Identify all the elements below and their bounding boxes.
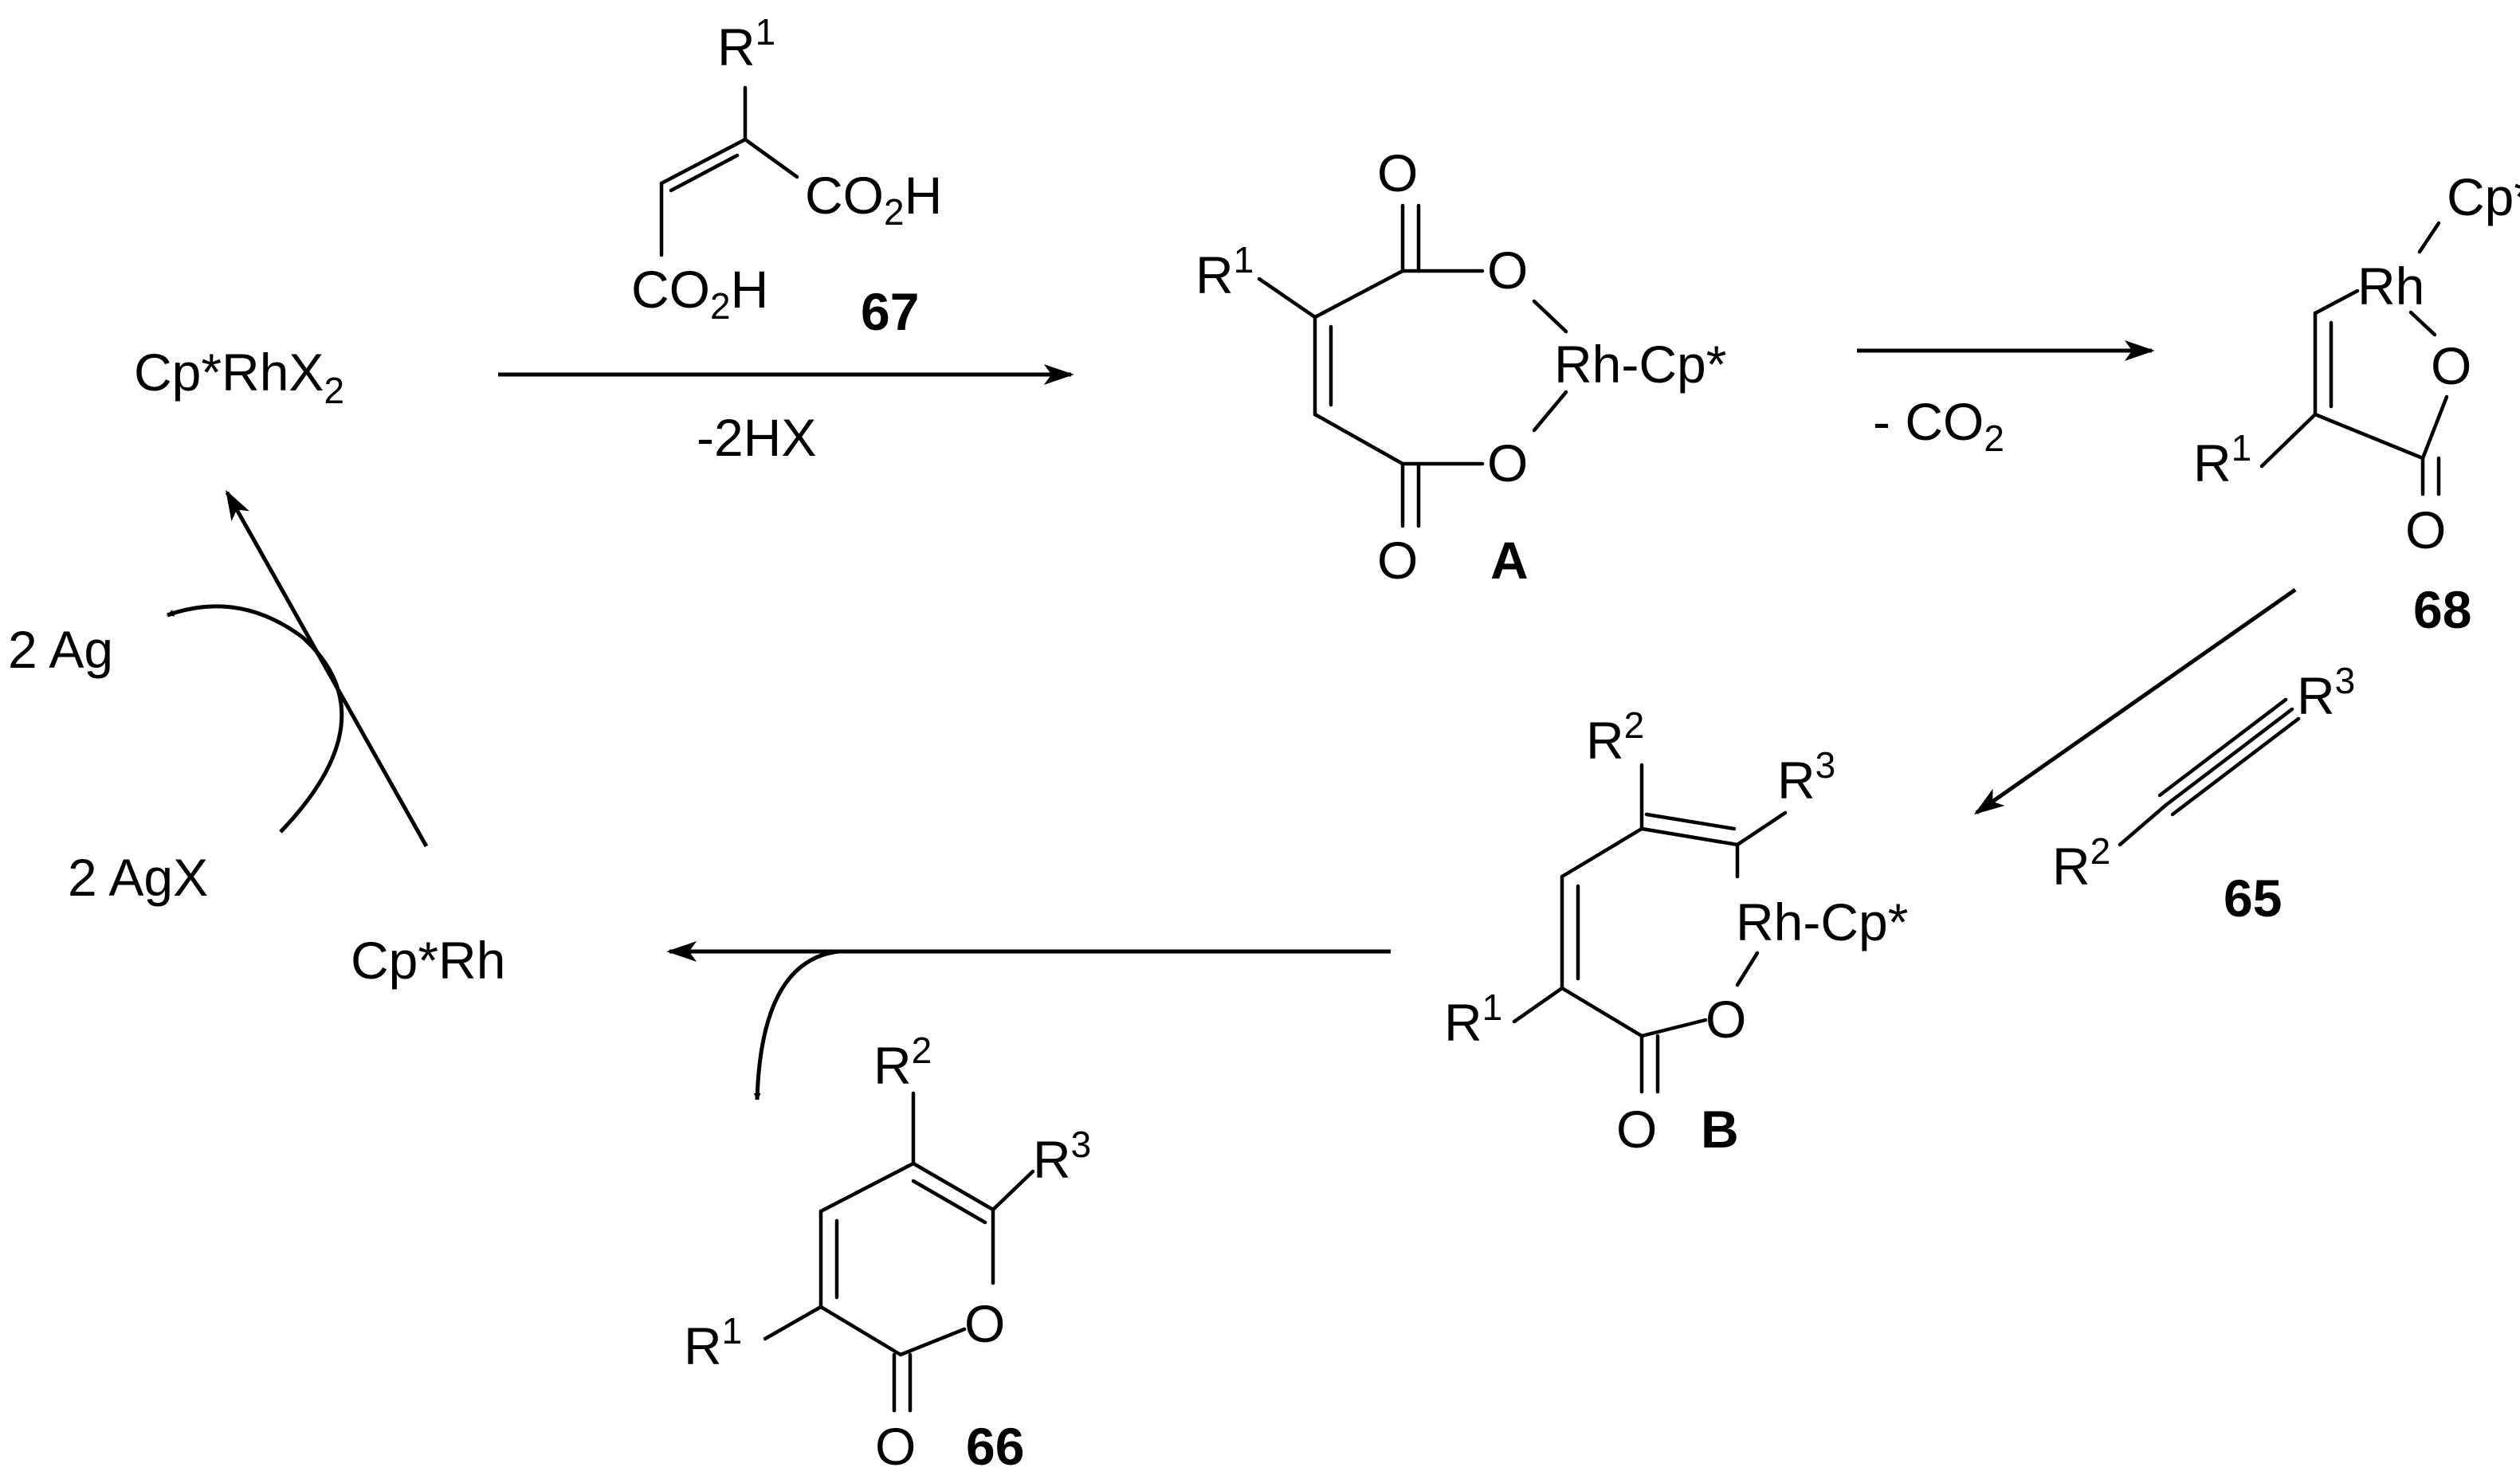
- svg-text:R3: R3: [2297, 660, 2355, 725]
- product-66: R2 R3 O R1 O 66: [684, 1030, 1091, 1476]
- svg-text:O: O: [1377, 143, 1418, 202]
- arrow-silver: [167, 604, 344, 834]
- svg-text:O: O: [875, 1417, 916, 1476]
- svg-text:CO2H: CO2H: [631, 260, 768, 327]
- compound-68: Cp* Rh O R1 O 68: [2193, 167, 2520, 639]
- svg-text:O: O: [1706, 990, 1746, 1049]
- label-A: A: [1490, 531, 1529, 590]
- label-65: 65: [2224, 869, 2282, 928]
- catalyst-cp-rh: Cp*Rh: [351, 931, 505, 990]
- svg-text:O: O: [964, 1294, 1005, 1353]
- alkyne-65: R3 R2 65: [2052, 660, 2355, 928]
- intermediate-A: R1 O O Rh-Cp* O O A: [1195, 143, 1726, 590]
- svg-text:Cp*: Cp*: [2447, 167, 2520, 226]
- svg-text:R1: R1: [2193, 427, 2251, 492]
- svg-text:O: O: [2405, 500, 2446, 559]
- label-68: 68: [2413, 580, 2471, 639]
- minus-2hx-label: -2HX: [697, 408, 816, 467]
- svg-text:R2: R2: [2052, 830, 2110, 896]
- svg-text:O: O: [2431, 336, 2471, 395]
- svg-text:O: O: [1487, 434, 1528, 492]
- svg-text:R3: R3: [1777, 744, 1835, 810]
- svg-text:O: O: [1377, 531, 1418, 590]
- label-66: 66: [966, 1417, 1024, 1476]
- arrow-to-B: [1973, 587, 2297, 815]
- two-ag-label: 2 Ag: [8, 620, 113, 679]
- label-67: 67: [861, 282, 919, 341]
- arrow-reoxidation: [225, 489, 429, 848]
- intermediate-B: R2 R3 Rh-Cp* O R1 O B: [1444, 704, 1908, 1159]
- compound-67: R1 CO2H CO2H 67: [631, 11, 942, 341]
- svg-text:R2: R2: [1586, 704, 1644, 770]
- svg-text:Rh: Rh: [2357, 257, 2424, 316]
- svg-text:R3: R3: [1033, 1124, 1091, 1189]
- svg-text:R1: R1: [717, 11, 775, 76]
- svg-text:CO2H: CO2H: [805, 166, 942, 233]
- svg-text:R1: R1: [684, 1310, 742, 1375]
- catalyst-cp-rhx2: Cp*RhX2: [134, 343, 344, 411]
- arrow-release-66: [753, 949, 839, 1100]
- svg-text:R1: R1: [1195, 239, 1254, 304]
- svg-text:O: O: [1487, 241, 1528, 300]
- svg-text:Rh-Cp*: Rh-Cp*: [1736, 892, 1908, 951]
- svg-text:R1: R1: [1444, 987, 1502, 1052]
- svg-text:R2: R2: [873, 1030, 932, 1095]
- svg-text:Rh-Cp*: Rh-Cp*: [1554, 335, 1726, 394]
- label-B: B: [1701, 1100, 1739, 1159]
- svg-text:O: O: [1616, 1100, 1657, 1159]
- minus-co2-label: - CO2: [1873, 392, 2004, 459]
- svg-text:Cp*RhX2: Cp*RhX2: [134, 343, 344, 411]
- two-agx-label: 2 AgX: [68, 848, 208, 907]
